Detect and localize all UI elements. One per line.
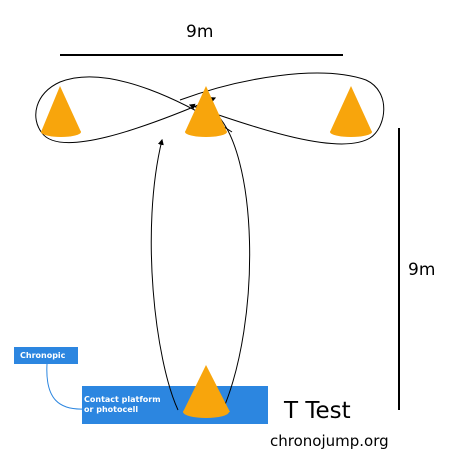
website-label: chronojump.org bbox=[270, 432, 389, 450]
platform-label: Contact platform or photocell bbox=[84, 395, 161, 415]
cone-center bbox=[185, 86, 227, 137]
contact-platform bbox=[82, 386, 268, 424]
cone-start bbox=[183, 365, 230, 418]
top-distance-label: 9m bbox=[186, 22, 214, 42]
path-left-loop bbox=[35, 76, 233, 144]
path-outbound bbox=[150, 138, 179, 411]
chronopic-text: Chronopic bbox=[20, 351, 66, 360]
chronopic-connector bbox=[46, 363, 85, 410]
side-distance-label: 9m bbox=[408, 260, 436, 280]
chronopic-label: Chronopic bbox=[14, 347, 78, 364]
test-name: T Test bbox=[284, 398, 351, 424]
platform-label-line2: or photocell bbox=[84, 405, 139, 414]
cone-right bbox=[330, 86, 372, 137]
path-return bbox=[213, 111, 251, 414]
platform-label-line1: Contact platform bbox=[84, 395, 161, 404]
cone-left bbox=[41, 86, 81, 137]
path-right-loop bbox=[179, 72, 385, 145]
